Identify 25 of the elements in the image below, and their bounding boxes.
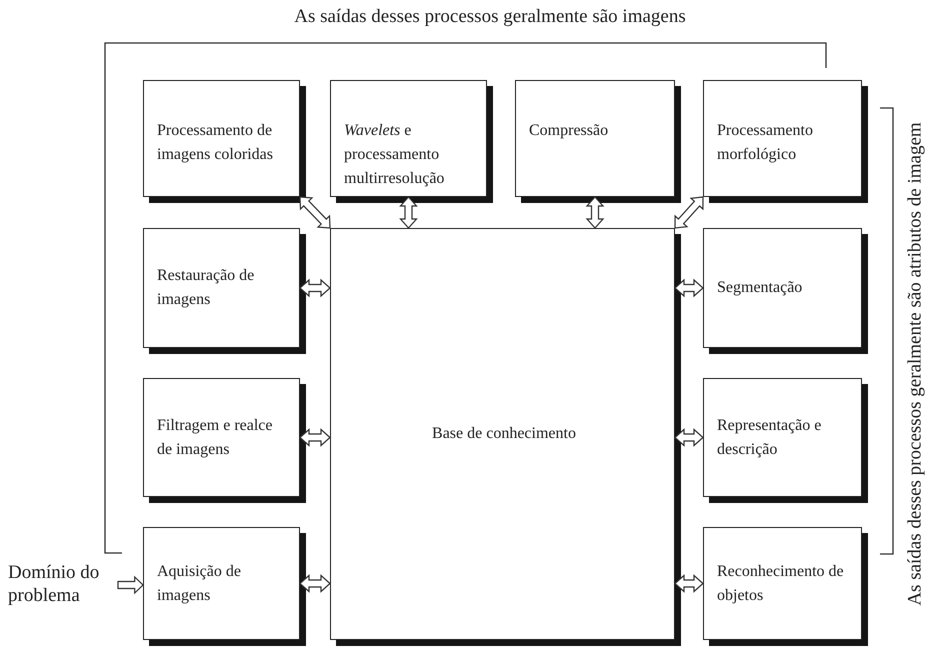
box-label: Base de conhecimento [432,424,576,444]
bracket-label: As saídas desses processos geralmente são atributos de imagem [905,122,927,606]
hollow-arrow [674,428,704,447]
box-label: Aquisição de imagens [157,562,242,606]
box-label: Reconhecimento de objetos [717,562,845,606]
box-label: Processamento morfológico [717,121,814,165]
hollow-arrow [399,196,418,229]
hollow-arrow [586,196,604,229]
hollow-arrow [674,278,704,298]
hollow-arrow [674,196,704,229]
input-label: Domínio do problema [8,562,100,608]
box-label: Restauração de imagens [157,266,256,310]
hollow-arrow [674,574,704,593]
hollow-arrow [299,278,331,298]
box-label: Filtragem e realce de imagens [157,416,274,460]
hollow-arrow [299,574,331,593]
box-label: Wavelets e processamento multirresolução [344,121,446,189]
box-label: Segmentação [717,278,802,298]
box-label: Compressão [529,121,608,141]
hollow-arrow [299,428,331,447]
box-label: Representação e descrição [717,416,822,460]
hollow-arrow [117,576,144,594]
hollow-arrow [299,196,331,229]
bracket-label: As saídas desses processos geralmente são imagens [293,6,687,28]
box-label: Processamento de imagens coloridas [157,121,274,165]
